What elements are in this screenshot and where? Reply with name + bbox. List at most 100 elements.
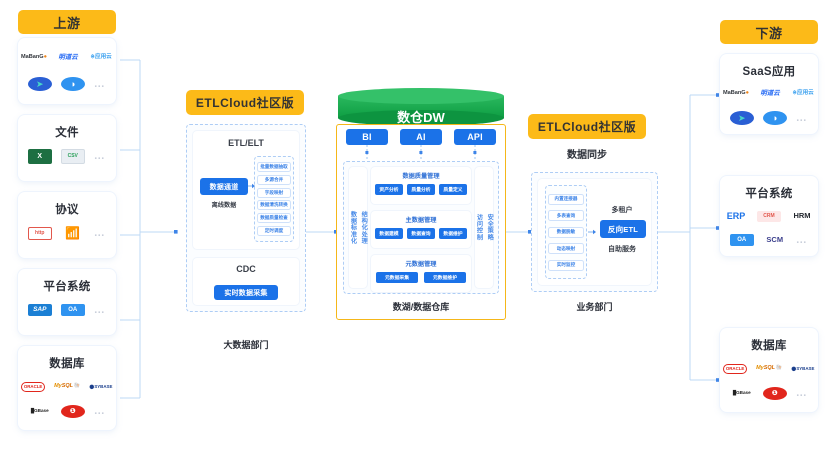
logo-erp: ERP	[726, 210, 746, 221]
logo-teal-icon: ➤	[729, 111, 754, 125]
cdc-title: CDC	[236, 264, 256, 274]
logo-row: http 📶 …	[18, 224, 116, 242]
upstream-card-saas[interactable]: MaBanG● 明道云 ⋇应用云 ➤ ◑ …	[18, 38, 116, 104]
logo-row: █GBase ❶ …	[720, 384, 818, 402]
logo-crm: CRM	[757, 210, 781, 222]
logo-row: MaBanG● 明道云 ⋇应用云	[18, 49, 116, 67]
group-item[interactable]: 质量定义	[439, 184, 467, 195]
vertical-label: 访问控制	[475, 214, 483, 241]
feature-chip[interactable]: 批量数据抽取	[257, 161, 291, 172]
feature-chip[interactable]: 内置连接器	[548, 193, 584, 205]
tenant-label: 多租户	[611, 207, 633, 214]
card-title: 数据库	[49, 358, 85, 370]
logo-teal-icon: ➤	[27, 77, 52, 91]
upstream-header: 上游	[18, 10, 116, 34]
etl-right-header: ETLCloud社区版	[528, 114, 646, 139]
logo-row: ➤ ◑ …	[18, 75, 116, 93]
upstream-card-platform[interactable]: 平台系统 SAP OA …	[18, 269, 116, 335]
card-title: 平台系统	[43, 281, 91, 293]
feature-chip[interactable]: 数据清洗转换	[257, 200, 291, 211]
logo-mabang: MaBanG●	[722, 90, 750, 97]
more-dots: …	[795, 112, 809, 124]
group-item[interactable]: 元数据维护	[424, 272, 466, 283]
card-title: 文件	[55, 127, 79, 139]
group-item[interactable]: 数据维护	[439, 228, 467, 239]
group-item[interactable]: 资产分析	[375, 184, 403, 195]
downstream-card-saas[interactable]: SaaS应用 MaBanG● 明道云 ⋇应用云 ➤ ◑ …	[720, 54, 818, 134]
logo-row: SAP OA …	[18, 301, 116, 319]
logo-blue-icon: ◑	[762, 111, 787, 125]
upstream-card-protocol[interactable]: 协议 http 📶 …	[18, 192, 116, 258]
feature-chip[interactable]: 字段映射	[257, 187, 291, 198]
feature-chip[interactable]: 数据脱敏	[548, 226, 584, 238]
output-ai-button[interactable]: AI	[400, 129, 442, 145]
logo-oa: OA	[60, 304, 85, 316]
logo-row: X CSV …	[18, 147, 116, 165]
warehouse-output-connectors	[365, 145, 477, 161]
logo-row: ➤ ◑ …	[720, 110, 818, 126]
logo-gbase: █GBase	[732, 389, 751, 395]
logo-dameng: ❶	[60, 404, 85, 418]
more-dots: …	[93, 304, 107, 316]
feature-chip[interactable]: 定时调度	[257, 226, 291, 237]
etl-right-footer: 业务部门	[576, 302, 613, 312]
feature-chip[interactable]: 多源合并	[257, 174, 291, 185]
logo-sybase: ⬤SYBASE	[791, 365, 815, 371]
standardization-column: 数据标准化 结构化处理	[349, 167, 367, 288]
etl-left-header: ETLCloud社区版	[186, 90, 304, 115]
upstream-card-file[interactable]: 文件 X CSV …	[18, 115, 116, 181]
data-channel-button[interactable]: 数据通道	[200, 178, 248, 195]
logo-row: OA SCM …	[720, 232, 818, 248]
more-dots: …	[93, 150, 107, 162]
logo-scm: SCM	[766, 235, 784, 245]
logo-http: http	[27, 226, 52, 240]
self-service-label: 自助服务	[608, 246, 636, 253]
card-title: 协议	[55, 204, 79, 216]
feature-chip[interactable]: 实时监控	[548, 259, 584, 271]
logo-rss: 📶	[65, 226, 81, 240]
feature-chip[interactable]: 多表查询	[548, 210, 584, 221]
logo-sybase: ⬤SYBASE	[89, 383, 113, 389]
card-title: 平台系统	[745, 188, 793, 200]
group-title: 主数据管理	[405, 217, 437, 224]
etl-right-subtitle: 数据同步	[567, 150, 607, 161]
logo-yingyongyun: ⋇应用云	[90, 54, 112, 61]
group-item[interactable]: 数据建模	[375, 228, 403, 239]
data-quality-group: 数据质量管理 资产分析 质量分析 质量定义	[371, 167, 471, 204]
etl-left-footer: 大数据部门	[223, 340, 269, 350]
reverse-etl-button[interactable]: 反向ETL	[600, 220, 646, 238]
more-dots: …	[93, 405, 107, 417]
more-dots: …	[795, 387, 809, 399]
logo-mingdaoyun: 明道云	[58, 53, 78, 61]
feature-chip[interactable]: 数据质量检查	[257, 213, 291, 224]
logo-oracle: ORACLE	[21, 382, 46, 392]
group-item[interactable]: 数据查询	[407, 228, 435, 239]
logo-hrm: HRM	[793, 211, 811, 221]
logo-mabang: MaBanG●	[20, 54, 48, 61]
downstream-card-platform[interactable]: 平台系统 ERP CRM HRM OA SCM …	[720, 176, 818, 256]
downstream-header: 下游	[720, 20, 818, 44]
group-item[interactable]: 元数据采集	[376, 272, 418, 283]
vertical-label: 结构化处理	[360, 211, 368, 244]
logo-blue-icon: ◑	[60, 77, 85, 91]
logo-row: ERP CRM HRM	[720, 208, 818, 224]
warehouse-cylinder-label: 数仓DW	[397, 110, 445, 125]
group-title: 数据质量管理	[402, 173, 440, 180]
logo-sap: SAP	[27, 304, 52, 316]
logo-mingdaoyun: 明道云	[760, 89, 780, 97]
group-item[interactable]: 质量分析	[407, 184, 435, 195]
more-dots: …	[795, 234, 809, 246]
output-bi-button[interactable]: BI	[346, 129, 388, 145]
logo-yingyongyun: ⋇应用云	[792, 90, 814, 97]
card-title: SaaS应用	[742, 66, 796, 78]
output-api-button[interactable]: API	[454, 129, 496, 145]
realtime-collect-button[interactable]: 实时数据采集	[214, 285, 278, 300]
logo-dameng: ❶	[762, 386, 787, 400]
feature-chip[interactable]: 动态映射	[548, 243, 584, 254]
